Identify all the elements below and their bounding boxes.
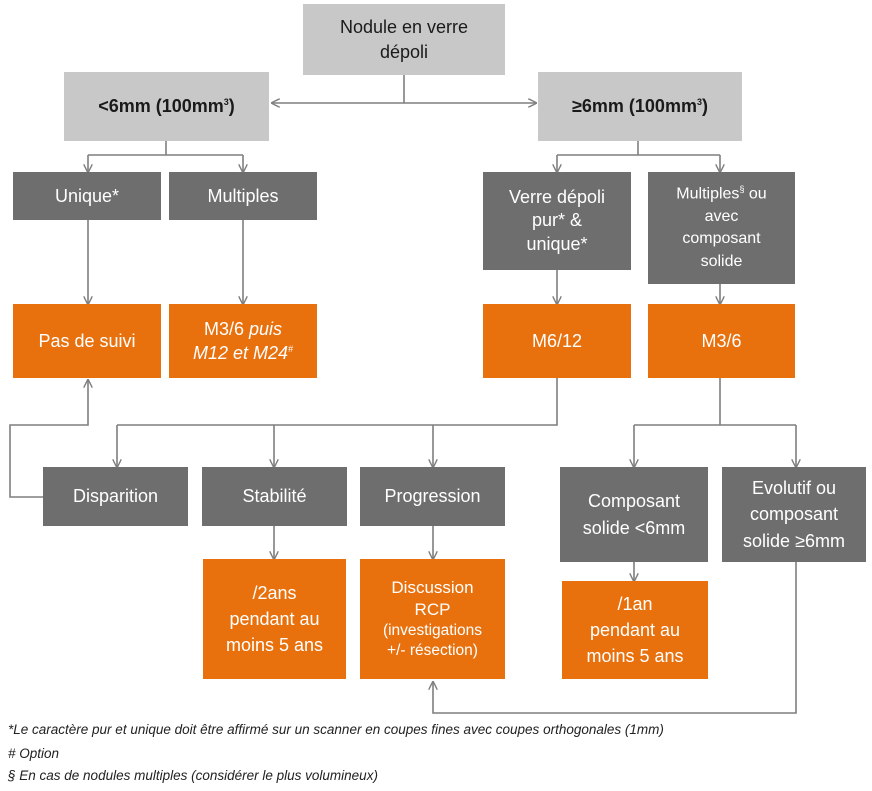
node-m36-puis-sup: # bbox=[288, 344, 294, 354]
node-discussion-line1: Discussion bbox=[391, 577, 474, 597]
node-ge6-sup: 3 bbox=[696, 97, 702, 108]
node-root-line1: Nodule en verre bbox=[339, 17, 469, 38]
node-unique: Unique* bbox=[13, 172, 161, 220]
node-deux-ans-line3: moins 5 ans bbox=[225, 635, 324, 656]
node-deux-ans-line2: pendant au bbox=[229, 608, 320, 629]
node-composant-lt6: Composant solide <6mm bbox=[560, 467, 708, 562]
arrow-evolutif-discussion bbox=[433, 562, 797, 714]
edge-ge6-split bbox=[557, 141, 720, 156]
node-lt6-close: ) bbox=[228, 96, 235, 117]
node-m36-puis-line1a: M3/6 bbox=[203, 318, 249, 339]
node-multiples: Multiples bbox=[169, 172, 317, 220]
node-ge6-close: ) bbox=[701, 96, 708, 117]
node-composant-lt6-line2: solide <6mm bbox=[582, 517, 686, 538]
node-evolutif: Evolutif ou composant solide ≥6mm bbox=[722, 467, 866, 562]
node-lt6: <6mm (100mm3) bbox=[64, 72, 269, 141]
node-discussion-line4: +/- résection) bbox=[387, 642, 478, 660]
node-discussion-line2: RCP bbox=[414, 599, 451, 619]
node-stabilite: Stabilité bbox=[202, 467, 347, 526]
node-verre-pur-line1: Verre dépoli bbox=[508, 186, 606, 207]
node-unique-text: Unique* bbox=[54, 185, 120, 206]
footnote-star: *Le caractère pur et unique doit être af… bbox=[8, 722, 664, 737]
edge-m612-split bbox=[117, 378, 558, 426]
node-deux-ans: /2ans pendant au moins 5 ans bbox=[203, 559, 346, 679]
node-evolutif-line1: Evolutif ou bbox=[751, 478, 837, 499]
node-pas-suivi-text: Pas de suivi bbox=[38, 330, 136, 351]
node-verre-pur-line3: unique* bbox=[526, 233, 588, 254]
node-m612-text: M6/12 bbox=[531, 330, 583, 351]
node-verre-pur: Verre dépoli pur* & unique* bbox=[483, 172, 631, 270]
node-m36-puis-line2: M12 et M24 bbox=[192, 343, 289, 363]
node-progression-text: Progression bbox=[384, 486, 481, 507]
node-discussion: Discussion RCP (investigations +/- résec… bbox=[360, 559, 505, 679]
node-lt6-text: <6mm (100mm bbox=[98, 96, 224, 117]
edge-lt6-split bbox=[88, 141, 243, 156]
node-root-line2: dépoli bbox=[379, 41, 429, 62]
node-progression: Progression bbox=[360, 467, 505, 526]
node-m36-text: M3/6 bbox=[701, 330, 742, 351]
node-multiples-solide-sup: § bbox=[739, 184, 745, 195]
node-evolutif-line3: solide ≥6mm bbox=[743, 530, 845, 551]
node-un-an: /1an pendant au moins 5 ans bbox=[562, 581, 708, 679]
node-disparition: Disparition bbox=[43, 467, 188, 526]
node-m36-puis-line1b: puis bbox=[249, 318, 283, 339]
node-discussion-line3: (investigations bbox=[382, 621, 483, 639]
node-m36-puis: M3/6 puis M12 et M24# bbox=[169, 304, 317, 378]
node-deux-ans-line1: /2ans bbox=[252, 582, 297, 603]
footnote-section: § En cas de nodules multiples (considére… bbox=[8, 768, 378, 783]
node-evolutif-line2: composant bbox=[749, 504, 839, 525]
node-un-an-line2: pendant au bbox=[589, 619, 681, 640]
node-multiples-solide-line2: avec bbox=[704, 207, 739, 225]
arrow-disparition-loop bbox=[9, 380, 88, 498]
node-multiples-solide-line1b: ou bbox=[744, 185, 767, 203]
node-multiples-solide-line4: solide bbox=[700, 252, 743, 270]
node-pas-suivi: Pas de suivi bbox=[13, 304, 161, 378]
node-verre-pur-line2: pur* & bbox=[531, 210, 583, 231]
node-disparition-text: Disparition bbox=[72, 486, 159, 507]
node-multiples-solide-line1a: Multiples bbox=[676, 185, 740, 203]
node-un-an-line3: moins 5 ans bbox=[586, 646, 684, 667]
node-multiples-solide-line3: composant bbox=[682, 230, 761, 248]
node-ge6-text: ≥6mm (100mm bbox=[572, 96, 697, 117]
edge-m36-split bbox=[634, 378, 796, 426]
node-m36: M3/6 bbox=[648, 304, 795, 378]
node-un-an-line1: /1an bbox=[617, 593, 653, 614]
node-lt6-sup: 3 bbox=[223, 97, 229, 108]
node-composant-lt6-line1: Composant bbox=[587, 490, 681, 511]
node-multiples-solide: Multiples§ ou avec composant solide bbox=[648, 172, 795, 284]
node-stabilite-text: Stabilité bbox=[242, 486, 307, 507]
node-multiples-text: Multiples bbox=[207, 185, 279, 206]
footnote-hash: # Option bbox=[8, 746, 60, 761]
node-ge6: ≥6mm (100mm3) bbox=[538, 72, 742, 141]
node-m612: M6/12 bbox=[483, 304, 631, 378]
node-root: Nodule en verre dépoli bbox=[303, 4, 505, 75]
